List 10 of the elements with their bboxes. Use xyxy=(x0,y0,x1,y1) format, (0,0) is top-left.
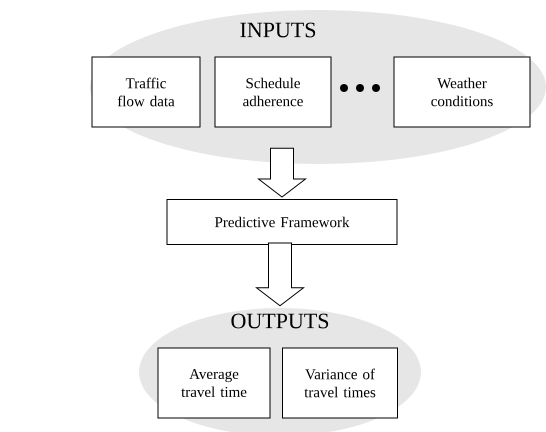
group-title: INPUTS xyxy=(240,22,316,38)
process-box: Schedule adherence xyxy=(214,56,332,128)
process-box: Weather conditions xyxy=(394,56,530,128)
block-arrow xyxy=(255,242,305,306)
process-box: Predictive Framework xyxy=(166,199,398,245)
process-box: Average travel time xyxy=(158,348,270,418)
group-title: OUTPUTS xyxy=(231,314,328,328)
process-box: Traffic flow data xyxy=(92,56,200,128)
process-box: Variance of travel times xyxy=(282,348,398,418)
block-arrow xyxy=(257,148,307,198)
